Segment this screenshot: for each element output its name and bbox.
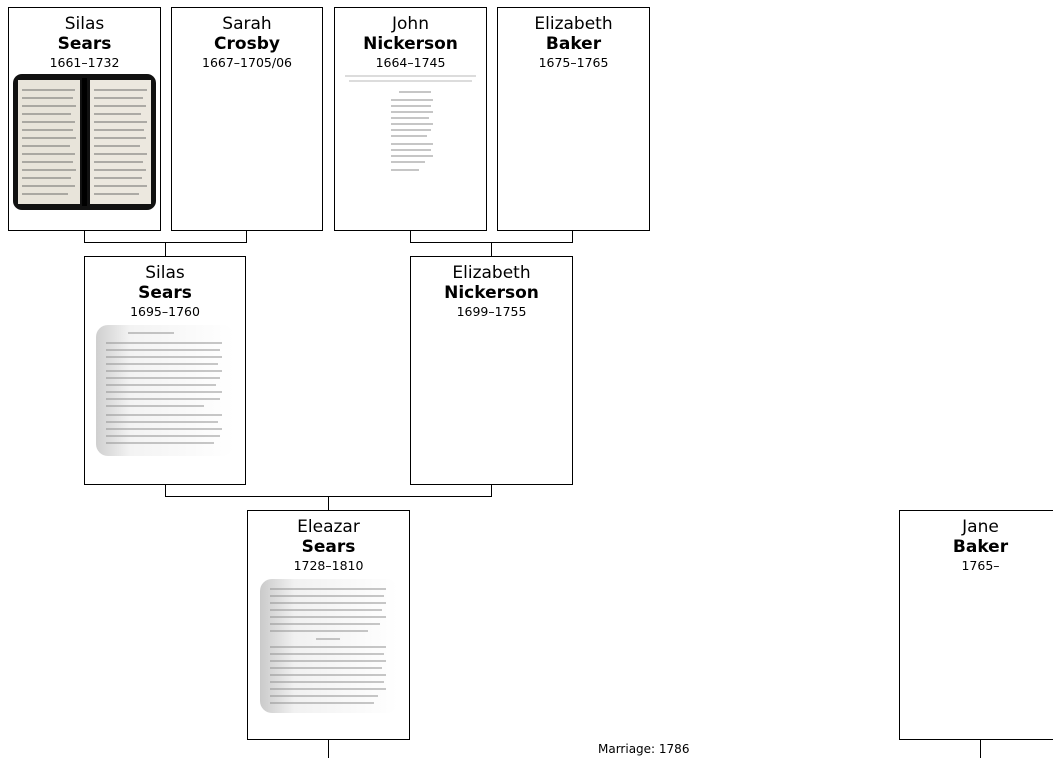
- connector-line: [572, 230, 573, 243]
- given-name: Elizabeth: [452, 263, 531, 283]
- life-dates: 1765–: [961, 558, 1000, 573]
- document-photo: [13, 74, 156, 210]
- person-card[interactable]: Jane Baker 1765–: [899, 510, 1053, 740]
- given-name: John: [392, 14, 429, 34]
- connector-line: [328, 496, 329, 510]
- given-name: Elizabeth: [534, 14, 613, 34]
- given-name: Silas: [64, 14, 105, 34]
- life-dates: 1667–1705/06: [202, 55, 292, 70]
- person-card[interactable]: Elizabeth Baker 1675–1765: [497, 7, 650, 231]
- connector-line: [491, 242, 492, 256]
- connector-line: [84, 230, 85, 243]
- document-photo: [96, 325, 234, 456]
- document-photo: [259, 579, 398, 713]
- surname: Nickerson: [444, 283, 539, 303]
- person-card[interactable]: Sarah Crosby 1667–1705/06: [171, 7, 323, 231]
- life-dates: 1695–1760: [130, 304, 200, 319]
- surname: Crosby: [214, 34, 280, 54]
- connector-line: [165, 484, 166, 497]
- given-name: Eleazar: [297, 517, 360, 537]
- connector-line: [491, 484, 492, 497]
- given-name: Silas: [145, 263, 185, 283]
- given-name: Jane: [962, 517, 999, 537]
- connector-line: [410, 230, 411, 243]
- life-dates: 1675–1765: [538, 55, 609, 70]
- marriage-label: Marriage: 1786: [598, 742, 690, 756]
- connector-line: [165, 242, 166, 256]
- given-name: Sarah: [222, 14, 272, 34]
- surname: Baker: [952, 537, 1009, 557]
- document-photo: [339, 74, 482, 184]
- surname: Sears: [301, 537, 356, 557]
- connector-line: [328, 739, 329, 758]
- surname: Nickerson: [363, 34, 458, 54]
- connector-line: [246, 230, 247, 243]
- person-card[interactable]: Silas Sears 1695–1760: [84, 256, 246, 485]
- connector-line: [980, 739, 981, 758]
- surname: Baker: [545, 34, 602, 54]
- life-dates: 1728–1810: [293, 558, 364, 573]
- life-dates: 1699–1755: [456, 304, 527, 319]
- person-card[interactable]: Eleazar Sears 1728–1810: [247, 510, 410, 740]
- surname: Sears: [57, 34, 112, 54]
- life-dates: 1661–1732: [49, 55, 120, 70]
- person-card[interactable]: Elizabeth Nickerson 1699–1755: [410, 256, 573, 485]
- life-dates: 1664–1745: [375, 55, 446, 70]
- person-card[interactable]: John Nickerson 1664–1745: [334, 7, 487, 231]
- person-card[interactable]: Silas Sears 1661–1732: [8, 7, 161, 231]
- surname: Sears: [138, 283, 192, 303]
